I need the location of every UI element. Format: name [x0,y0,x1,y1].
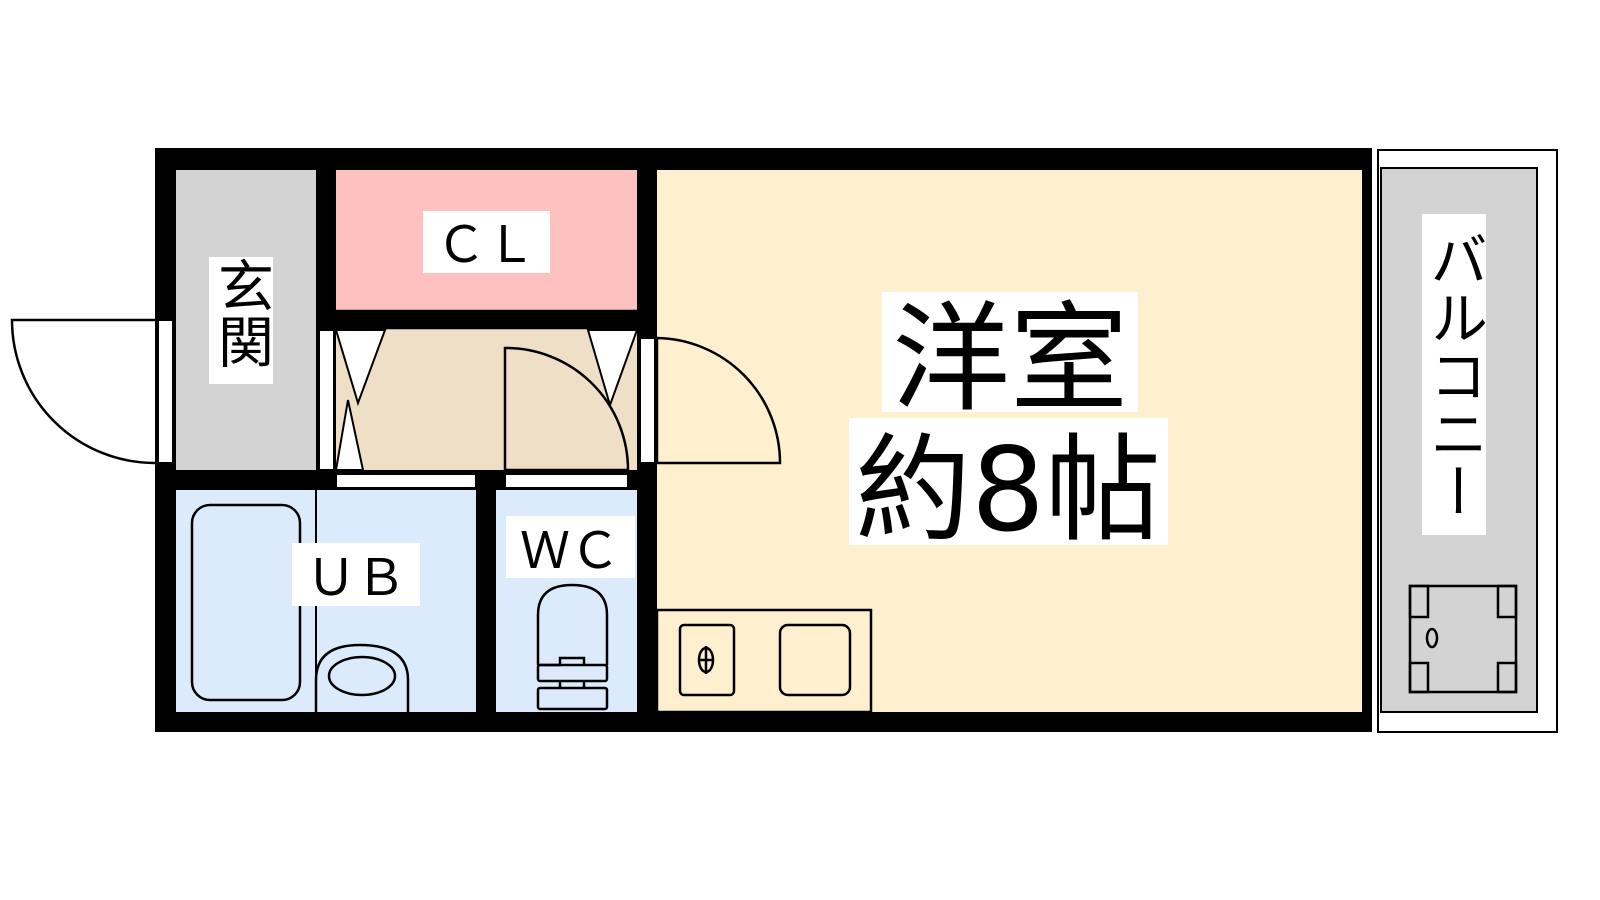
closet-sliding-door[interactable] [334,309,639,330]
toilet-door[interactable] [503,346,630,472]
entrance-door[interactable] [10,318,156,465]
stove-icon [678,623,736,697]
room-door-frame [639,337,656,464]
closet-label: ＣＬ [423,211,550,274]
washbasin-icon [314,643,410,712]
sink-icon [778,623,852,697]
svg-text:バルコニー: バルコニー [1420,230,1488,520]
room-size-label: 約8帖 [855,423,1161,558]
svg-text:ＣＬ: ＣＬ [436,216,536,274]
room-door[interactable] [655,336,782,465]
entrance-door-frame [157,319,174,464]
folding-door[interactable] [334,329,639,471]
svg-text:ＵＢ: ＵＢ [306,549,406,607]
svg-text:洋室: 洋室 [892,290,1128,428]
entrance-label: 玄関 [209,257,274,384]
svg-text:ＷＣ: ＷＣ [520,522,620,580]
kitchen-counter [655,608,873,714]
western-room-label: 洋室 約8帖 [849,290,1168,558]
hallway-area [336,328,637,470]
toilet-label: ＷＣ [506,516,635,580]
svg-text:玄関: 玄関 [209,257,274,369]
bath-label: ＵＢ [292,543,420,607]
toilet-door-frame [504,473,629,489]
hall-opening [318,329,335,471]
ac-outdoor-unit-icon [1408,584,1518,694]
bath-door-frame [335,473,477,489]
toilet-icon [536,583,609,711]
balcony-label: バルコニー [1420,214,1488,535]
